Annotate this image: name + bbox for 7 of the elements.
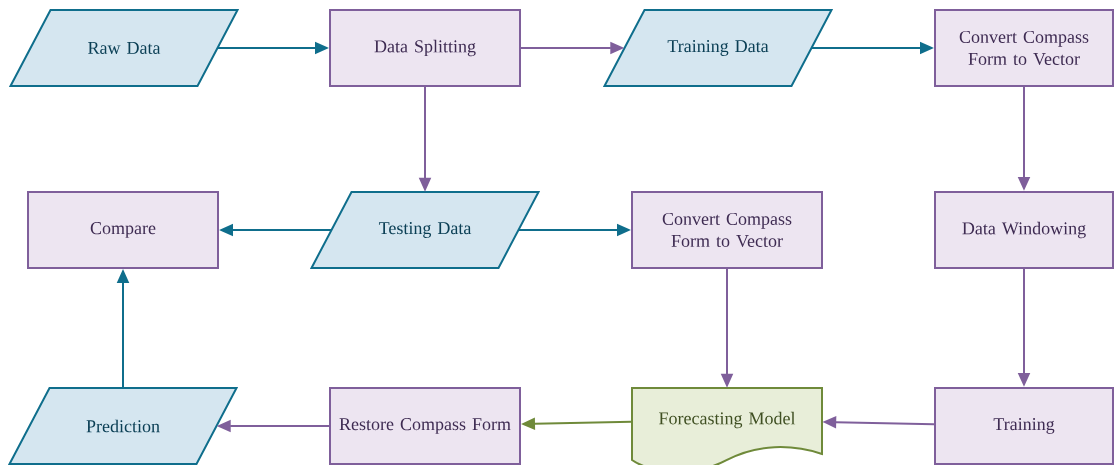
process-box: Data Splitting <box>329 9 521 87</box>
process-box: Convert Compass Form to Vector <box>934 9 1114 87</box>
process-box: Training <box>934 387 1114 465</box>
process-box: Convert Compass Form to Vector <box>631 191 823 269</box>
process-box: Compare <box>27 191 219 269</box>
process-box: Data Windowing <box>934 191 1114 269</box>
process-box: Restore Compass Form <box>329 387 521 465</box>
